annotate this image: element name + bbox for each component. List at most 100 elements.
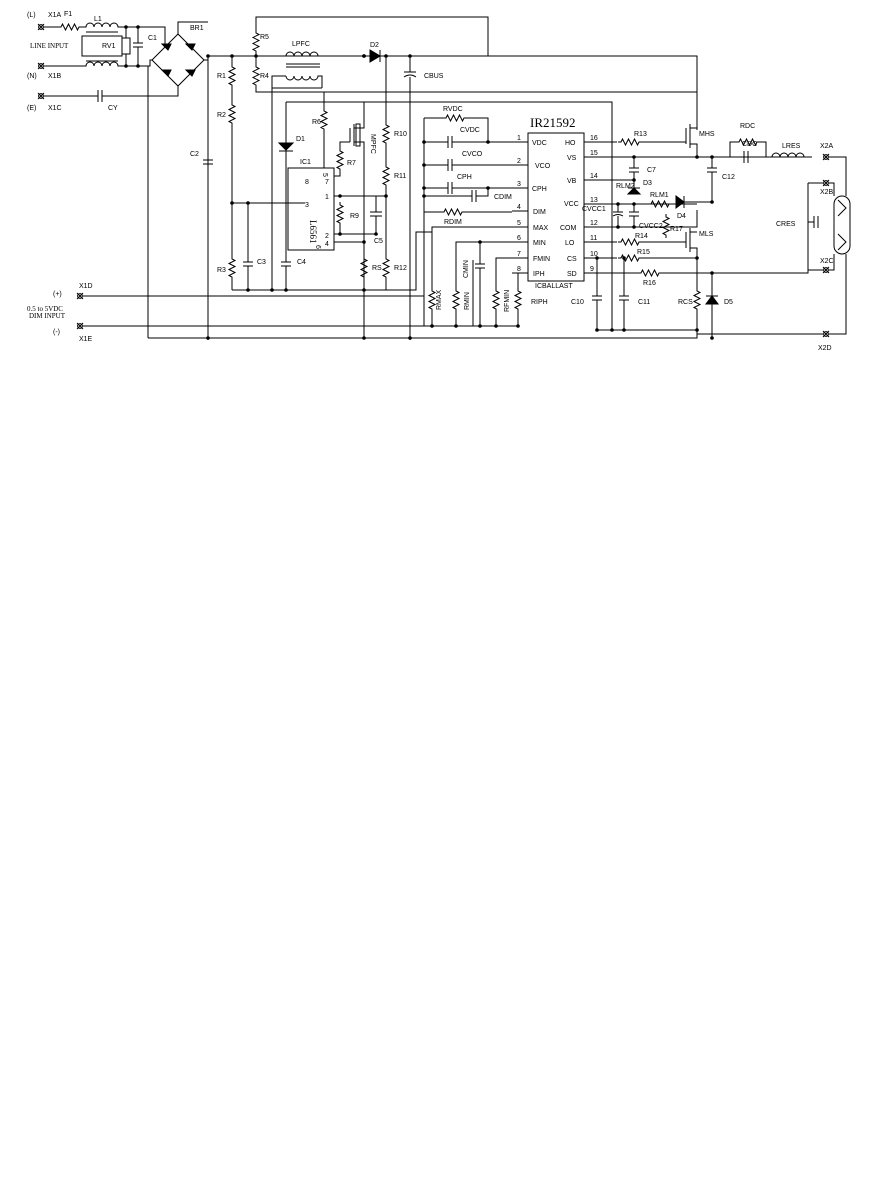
label-ic2-title: IR21592 <box>530 115 576 130</box>
label-rfmin: RFMIN <box>504 290 511 312</box>
terminal-x1a[interactable] <box>37 23 45 31</box>
terminal-letter-minus: (-) <box>53 329 60 336</box>
ic2-pin-12: 12 <box>590 220 598 227</box>
ic2-pin-name-vs: VS <box>567 155 577 162</box>
label-mpfc: MPFC <box>369 134 376 154</box>
terminal-x1e[interactable] <box>76 322 84 330</box>
label-r15: R15 <box>637 249 650 256</box>
ic2-pin-name-cph: CPH <box>532 186 547 193</box>
ic2-pin-2: 2 <box>517 158 521 165</box>
label-x1a: X1A <box>48 12 62 19</box>
label-r5: R5 <box>260 34 269 41</box>
input-section: (L) (N) (E) X1A X1B X1C LINE INPUT F1 L1… <box>27 11 209 112</box>
label-l6561: L6561 <box>308 220 318 244</box>
label-r10: R10 <box>394 131 407 138</box>
dim-input-section: (+) (-) X1D X1E 0.5 to 5VDC DIM INPUT <box>27 211 474 343</box>
label-r17: R17 <box>670 226 683 233</box>
terminal-x1b[interactable] <box>37 62 45 70</box>
label-x2a: X2A <box>820 143 834 150</box>
ic2-pin-name-dim: DIM <box>533 209 546 216</box>
ic2-pin-9: 9 <box>590 266 594 273</box>
label-lpfc: LPFC <box>292 41 310 48</box>
label-x1d: X1D <box>79 283 93 290</box>
label-r3: R3 <box>217 267 226 274</box>
ic2-pin-3: 3 <box>517 181 521 188</box>
ic1-pin-1: 1 <box>325 194 329 201</box>
ic1-pin-2: 2 <box>325 233 329 240</box>
ic2-pin-4: 4 <box>517 204 521 211</box>
label-r12: R12 <box>394 265 407 272</box>
ic2-pin-name-com: COM <box>560 225 577 232</box>
label-c2: C2 <box>190 151 199 158</box>
ic2-pin-name-vb: VB <box>567 178 577 185</box>
label-c11: C11 <box>638 299 650 306</box>
ic2-section: IR21592 ICBALLAST VDC VCO CPH DIM MAX MI… <box>422 106 602 328</box>
ic1-body <box>287 167 335 251</box>
ic2-pin-name-sd: SD <box>567 271 577 278</box>
label-x1b: X1B <box>48 73 62 80</box>
label-x2c: X2C <box>820 258 834 265</box>
label-br1: BR1 <box>190 25 204 32</box>
label-rvdc: RVDC <box>443 106 463 113</box>
output-section: R13 MHS C12 RDC CDC LRES X2A X2B X2C X2D <box>206 123 851 352</box>
label-x2b: X2B <box>820 189 834 196</box>
terminal-x1c[interactable] <box>37 92 45 100</box>
label-c5: C5 <box>374 238 383 245</box>
ic1-pin-4: 4 <box>325 241 329 248</box>
label-rmin: RMIN <box>464 292 471 310</box>
label-d4: D4 <box>677 213 686 220</box>
terminal-letter-plus: (+) <box>53 291 62 298</box>
label-r6: R6 <box>312 119 321 126</box>
label-rdc: RDC <box>740 123 755 130</box>
label-cbus: CBUS <box>424 73 444 80</box>
terminal-x1d[interactable] <box>76 292 84 300</box>
ic2-pin-13: 13 <box>590 197 598 204</box>
lamp-tube <box>833 195 851 255</box>
label-line-input: LINE INPUT <box>30 42 69 50</box>
terminal-x2c[interactable] <box>822 266 830 274</box>
label-cdc: CDC <box>742 141 757 148</box>
label-r1: R1 <box>217 73 226 80</box>
label-riph: RIPH <box>531 299 548 306</box>
ic1-pin-7: 7 <box>325 179 329 186</box>
terminal-x2b[interactable] <box>822 179 830 187</box>
label-c10: C10 <box>571 299 584 306</box>
ic1-pin-8: 8 <box>305 179 309 186</box>
label-cph: CPH <box>457 174 472 181</box>
label-r11: R11 <box>394 173 406 180</box>
label-cres: CRES <box>776 221 796 228</box>
ic2-pin-16: 16 <box>590 135 598 142</box>
label-d5: D5 <box>724 299 733 306</box>
label-r4: R4 <box>260 73 269 80</box>
ic2-pin-name-vdc: VDC <box>532 140 547 147</box>
label-r14: R14 <box>635 233 648 240</box>
label-dim-line1: 0.5 to 5VDC <box>27 305 63 313</box>
ic2-pin-7: 7 <box>517 251 521 258</box>
label-mhs: MHS <box>699 131 715 138</box>
terminal-x2a[interactable] <box>822 153 830 161</box>
terminal-x2d[interactable] <box>822 330 830 338</box>
ic2-pin-15: 15 <box>590 150 598 157</box>
ic2-pin-name-cs: CS <box>567 256 577 263</box>
ic2-pin-name-vco: VCO <box>535 163 551 170</box>
terminal-letter-n: (N) <box>27 73 37 80</box>
rails: D2 CBUS <box>147 16 698 340</box>
label-x2d: X2D <box>818 345 832 352</box>
label-r9: R9 <box>350 213 359 220</box>
label-cvcc1: CVCC1 <box>582 206 606 213</box>
label-f1: F1 <box>64 11 72 18</box>
ic1-pin-6: 6 <box>314 245 321 249</box>
label-c1: C1 <box>148 35 157 42</box>
ic2-pin-name-iph: IPH <box>533 271 545 278</box>
ic2-body <box>527 132 585 282</box>
ic2-pin-8: 8 <box>517 266 521 273</box>
label-d3: D3 <box>643 180 652 187</box>
label-r16: R16 <box>643 280 656 287</box>
label-rv1: RV1 <box>102 43 116 50</box>
ic2-pin-name-max: MAX <box>533 225 549 232</box>
label-r7: R7 <box>347 160 356 167</box>
ic2-pin-10: 10 <box>590 251 598 258</box>
label-rlm1: RLM1 <box>650 192 669 199</box>
label-ic2-subtitle: ICBALLAST <box>535 283 573 290</box>
